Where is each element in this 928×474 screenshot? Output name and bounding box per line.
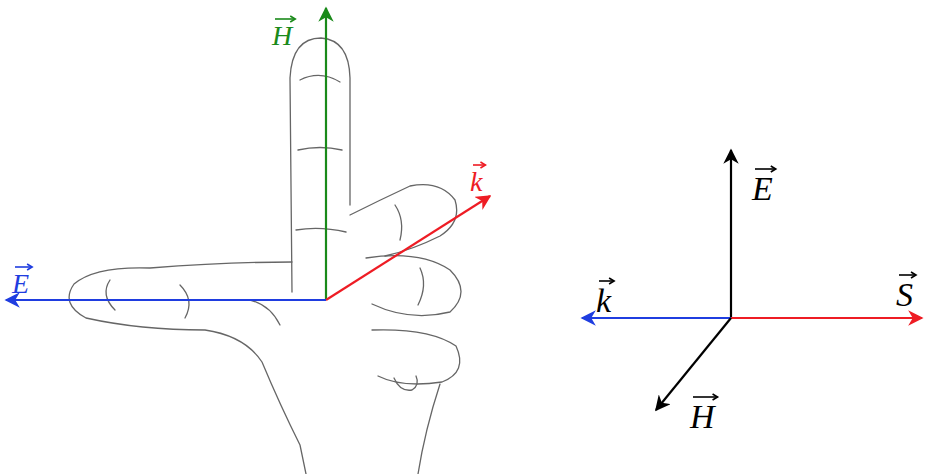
vector-accent: [693, 396, 718, 398]
vector-label: H: [272, 22, 292, 50]
vector-label: E: [752, 172, 773, 206]
e-vector: [6, 299, 326, 301]
vector-accent: [15, 266, 32, 268]
hand-drawing: [69, 38, 461, 474]
vector-label: S: [896, 278, 913, 312]
h-vector: [656, 318, 731, 410]
vector-label: k: [596, 284, 611, 318]
e-vector: [730, 150, 732, 318]
vector-arrows: [6, 8, 922, 410]
k-vector: [326, 196, 490, 300]
vector-accent: [755, 168, 776, 170]
vector-accent: [899, 274, 916, 276]
vector-accents: [15, 16, 916, 400]
h-vector: [325, 8, 327, 300]
vector-accent: [275, 18, 295, 20]
vector-label: E: [12, 270, 29, 298]
vector-label: H: [690, 400, 715, 434]
vector-label: k: [470, 168, 482, 196]
s-vector: [731, 317, 922, 319]
